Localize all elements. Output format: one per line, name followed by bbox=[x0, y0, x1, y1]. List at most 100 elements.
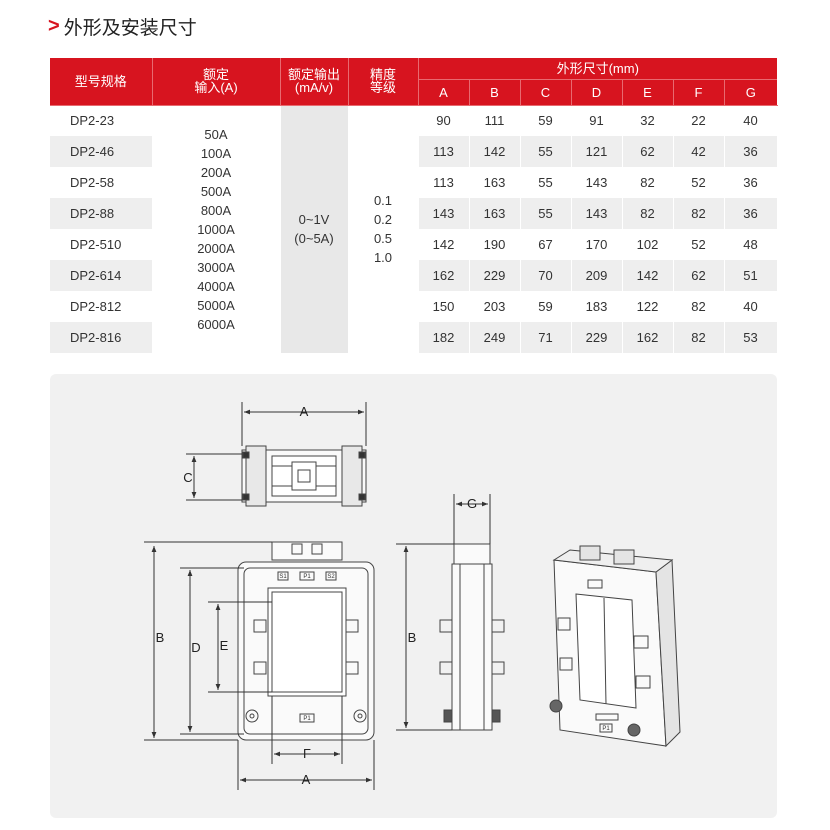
current-cell-value: 2000A bbox=[197, 240, 235, 256]
dim-cell-d: 91 bbox=[571, 105, 623, 136]
isometric-view bbox=[549, 545, 681, 748]
dim-cell-d: 183 bbox=[571, 291, 623, 322]
dim-cell-e: 82 bbox=[622, 167, 674, 198]
accuracy-cell-value: 0.2 bbox=[373, 212, 393, 228]
chevron-right-icon: > bbox=[48, 14, 60, 37]
dimension-lines bbox=[144, 402, 491, 790]
header-dim-g: G bbox=[724, 79, 778, 106]
dim-cell-f: 52 bbox=[673, 167, 725, 198]
terminal-label-p1-iso: P1 bbox=[602, 726, 610, 732]
dim-cell-g: 36 bbox=[724, 198, 778, 229]
front-view bbox=[237, 541, 375, 741]
output-cell-value: (0~5A) bbox=[294, 231, 334, 247]
header-output: 额定输出(mA/v) bbox=[280, 58, 349, 106]
dim-label-g: G bbox=[467, 496, 477, 511]
current-cell-value: 6000A bbox=[197, 316, 235, 332]
dim-cell-a: 143 bbox=[418, 198, 470, 229]
side-view bbox=[439, 543, 505, 731]
current-cell-value: 5000A bbox=[197, 297, 235, 313]
dim-cell-g: 40 bbox=[724, 291, 778, 322]
accuracy-cell-value: 0.1 bbox=[373, 193, 393, 209]
dim-cell-b: 190 bbox=[469, 229, 521, 260]
model-cell: DP2-812 bbox=[50, 291, 153, 322]
dim-label-a-bottom: A bbox=[302, 772, 311, 787]
dim-label-a-top: A bbox=[300, 404, 309, 419]
dim-cell-g: 36 bbox=[724, 136, 778, 167]
section-title-text: 外形及安装尺寸 bbox=[63, 17, 197, 39]
model-cell: DP2-614 bbox=[50, 260, 153, 291]
dim-cell-d: 170 bbox=[571, 229, 623, 260]
dim-cell-b: 163 bbox=[469, 167, 521, 198]
header-model: 型号规格 bbox=[50, 58, 153, 106]
output-cell-value: 0~1V bbox=[298, 212, 330, 228]
dim-cell-f: 22 bbox=[673, 105, 725, 136]
dim-cell-a: 182 bbox=[418, 322, 470, 353]
dim-cell-d: 209 bbox=[571, 260, 623, 291]
current-cell-value: 1000A bbox=[197, 221, 235, 237]
dim-cell-g: 51 bbox=[724, 260, 778, 291]
dim-cell-d: 229 bbox=[571, 322, 623, 353]
dim-cell-c: 55 bbox=[520, 198, 572, 229]
top-view bbox=[241, 445, 367, 507]
dim-label-d: D bbox=[191, 640, 200, 655]
current-cell-value: 3000A bbox=[197, 259, 235, 275]
dim-cell-e: 122 bbox=[622, 291, 674, 322]
dim-cell-e: 162 bbox=[622, 322, 674, 353]
output-cell: 0~1V (0~5A) bbox=[280, 105, 349, 353]
dim-cell-a: 113 bbox=[418, 167, 470, 198]
dim-label-b-front: B bbox=[156, 630, 165, 645]
dim-cell-b: 229 bbox=[469, 260, 521, 291]
dim-cell-f: 82 bbox=[673, 322, 725, 353]
dim-cell-g: 53 bbox=[724, 322, 778, 353]
accuracy-cell-value: 1.0 bbox=[373, 250, 393, 266]
dim-cell-f: 42 bbox=[673, 136, 725, 167]
model-cell: DP2-88 bbox=[50, 198, 153, 229]
dim-cell-e: 82 bbox=[622, 198, 674, 229]
current-cell-value: 200A bbox=[200, 164, 232, 180]
current-cell-value: 100A bbox=[200, 145, 232, 161]
model-cell: DP2-46 bbox=[50, 136, 153, 167]
dim-label-c: C bbox=[183, 470, 192, 485]
dim-cell-f: 82 bbox=[673, 291, 725, 322]
dim-cell-b: 249 bbox=[469, 322, 521, 353]
header-dim-e: E bbox=[622, 79, 674, 106]
current-cell-value: 500A bbox=[200, 183, 232, 199]
header-current: 额定输入(A) bbox=[152, 58, 281, 106]
terminal-label-s2: S2 bbox=[327, 574, 335, 580]
dim-cell-c: 67 bbox=[520, 229, 572, 260]
dim-cell-f: 62 bbox=[673, 260, 725, 291]
dim-cell-e: 62 bbox=[622, 136, 674, 167]
dim-cell-f: 82 bbox=[673, 198, 725, 229]
dim-label-f: F bbox=[303, 746, 311, 761]
accuracy-cell-value: 0.5 bbox=[373, 231, 393, 247]
dim-cell-b: 111 bbox=[469, 105, 521, 136]
current-cell-value: 50A bbox=[204, 126, 228, 142]
header-dim-d: D bbox=[571, 79, 623, 106]
model-cell: DP2-58 bbox=[50, 167, 153, 198]
dim-cell-f: 52 bbox=[673, 229, 725, 260]
dim-cell-d: 143 bbox=[571, 167, 623, 198]
header-dim-a: A bbox=[418, 79, 470, 106]
dim-cell-a: 113 bbox=[418, 136, 470, 167]
dimension-drawing-panel: A C B D E F A G B S1 P1 S2 P1 P1 bbox=[50, 374, 777, 818]
dim-cell-g: 36 bbox=[724, 167, 778, 198]
dim-cell-a: 90 bbox=[418, 105, 470, 136]
dim-cell-a: 162 bbox=[418, 260, 470, 291]
header-dims: 外形尺寸(mm) bbox=[418, 58, 778, 80]
dim-cell-a: 142 bbox=[418, 229, 470, 260]
dim-cell-b: 163 bbox=[469, 198, 521, 229]
model-cell: DP2-23 bbox=[50, 105, 153, 136]
current-cell-value: 4000A bbox=[197, 278, 235, 294]
header-accuracy: 精度等级 bbox=[348, 58, 419, 106]
dim-cell-e: 32 bbox=[622, 105, 674, 136]
model-cell: DP2-510 bbox=[50, 229, 153, 260]
dim-cell-e: 102 bbox=[622, 229, 674, 260]
dimension-drawing: A C B D E F A G B S1 P1 S2 P1 P1 bbox=[144, 402, 681, 790]
